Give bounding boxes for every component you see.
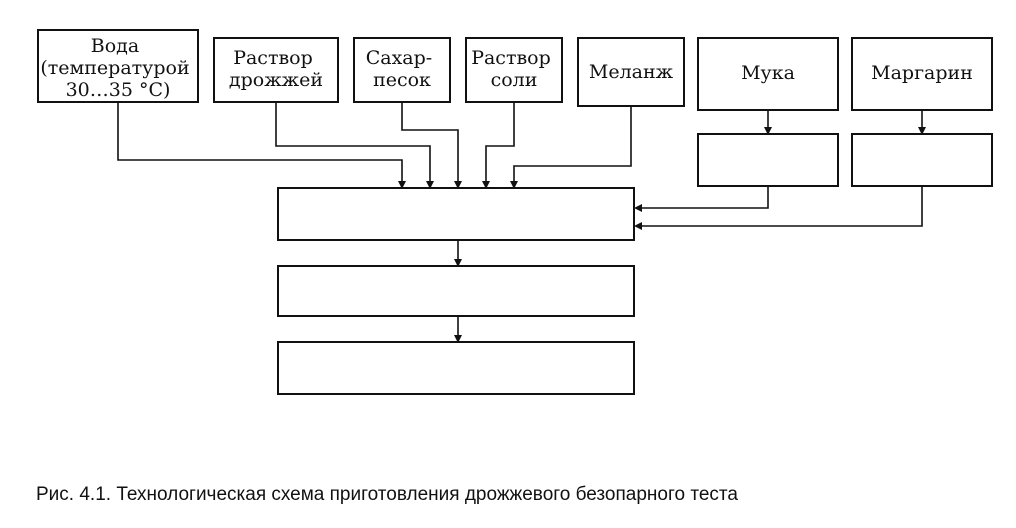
- connector-salt: [485, 102, 515, 183]
- box-melange: [577, 37, 685, 107]
- box-stage-2: [277, 265, 635, 317]
- arrowhead: [454, 181, 462, 189]
- connector-sugar: [401, 102, 459, 183]
- box-salt-solution: [465, 37, 563, 103]
- arrowhead: [634, 204, 642, 212]
- arrowhead: [398, 181, 406, 189]
- connector-flour-prep: [640, 186, 769, 209]
- box-margarine-prep: [851, 133, 993, 187]
- connector-water: [117, 102, 403, 183]
- arrowhead: [454, 335, 462, 343]
- connector-yeast: [275, 102, 431, 183]
- label-margarine: Маргарин: [871, 62, 973, 84]
- connector-margarine-prep: [640, 186, 923, 227]
- box-flour-prep: [697, 133, 839, 187]
- arrowhead: [426, 181, 434, 189]
- box-flour: [697, 37, 839, 111]
- label-sugar: Сахар- песок: [366, 47, 439, 91]
- box-water: [37, 29, 199, 103]
- label-yeast-solution: Раствор дрожжей: [229, 47, 323, 91]
- label-flour: Мука: [741, 62, 795, 84]
- label-water: Вода (температурой 30…35 °C): [40, 35, 195, 101]
- label-salt-solution: Раствор соли: [471, 47, 557, 91]
- connector-melange: [513, 106, 632, 183]
- arrowhead: [918, 127, 926, 135]
- figure-caption: Рис. 4.1. Технологическая схема приготов…: [36, 484, 738, 505]
- box-kneading: [277, 187, 635, 241]
- arrowhead: [634, 222, 642, 230]
- box-sugar: [353, 37, 451, 103]
- arrowhead: [482, 181, 490, 189]
- arrowhead: [510, 181, 518, 189]
- label-melange: Меланж: [589, 61, 674, 83]
- arrowhead: [454, 259, 462, 267]
- box-margarine: [851, 37, 993, 111]
- arrowhead: [764, 127, 772, 135]
- box-stage-3: [277, 341, 635, 395]
